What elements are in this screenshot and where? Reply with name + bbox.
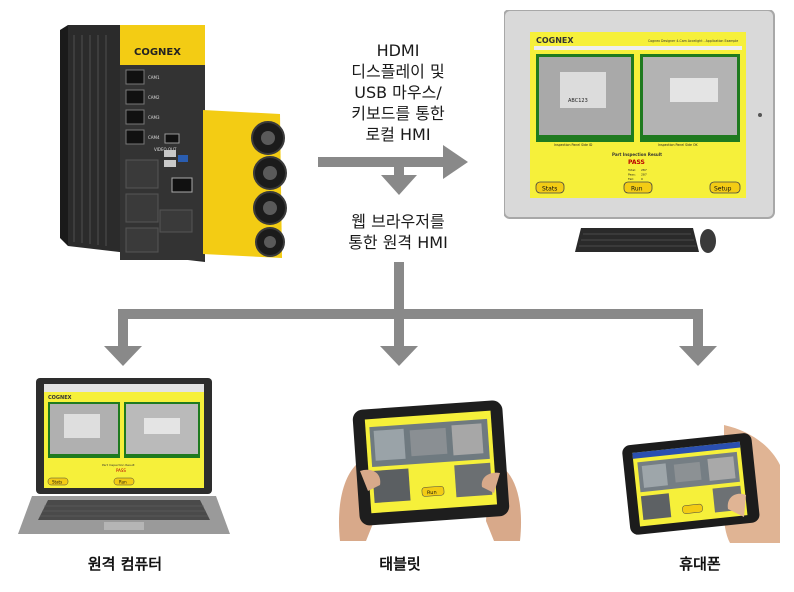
distribution-bar [118,309,703,319]
laptop-result-title: Part Inspection Result [102,463,135,467]
tablet-run-label: Run [427,490,437,497]
mobile-screen [632,441,748,527]
monitor-stat-total-value: 287 [641,168,647,172]
hdmi-port [164,133,180,144]
laptop-hmi-brand: COGNEX [48,395,72,401]
cam3-label: CAM3 [148,115,160,120]
drop-head-computer [104,346,142,366]
laptop-touchpad [104,522,144,530]
monitor-setup-label: Setup [714,186,732,193]
monitor-hmi-brand: COGNEX [536,36,574,45]
monitor-stat-fail-value: 0 [641,177,643,181]
cam3-port [125,109,145,125]
arrow-head-remote [381,175,417,195]
vision-controller: COGNEX CAM1 CAM2 CAM3 CAM4 VIDEO OUT [60,25,287,262]
controller-side [60,25,68,246]
monitor-stat-pass-label: Pass: [628,173,636,177]
monitor-stats-button[interactable]: Stats [535,181,565,194]
usb-port-2 [164,160,176,167]
ethernet-port [171,177,193,193]
remote-hmi-line-2: 통한 원격 HMI [348,233,448,252]
local-monitor: COGNEX Cognex Designer 4-Cam Accelight -… [504,10,775,219]
tablet: Run [338,400,522,541]
monitor-stat-total-label: Total: [627,168,636,172]
io-terminal-2 [125,193,159,223]
arrow-to-remote-stem [394,167,404,177]
usb3-port [178,155,188,162]
tablet-screen: Run [364,410,498,514]
drop-computer [118,314,128,350]
mouse-icon [700,229,716,253]
cam4-label: CAM4 [148,135,160,140]
monitor-result-status: PASS [628,159,645,166]
monitor-right-caption: Inspection Panel Side OK [658,143,699,147]
monitor-stat-pass-value: 287 [641,173,647,177]
keyboard-mouse [575,228,716,253]
tablet-run-button[interactable]: Run [421,486,445,497]
drop-mobile [693,314,703,350]
usb-port-1 [164,150,176,157]
monitor-left-caption: Inspection Panel Side ID [554,143,593,147]
laptop-screen: COGNEX Part Inspection Result PASS Stats… [44,384,204,488]
cam1-port [125,69,145,85]
local-hmi-line-5: 로컬 HMI [365,125,431,144]
controller-brand: COGNEX [134,47,181,58]
remote-hmi-line-1: 웹 브라우저를 [351,212,445,231]
monitor-run-button[interactable]: Run [623,181,653,194]
monitor-setup-button[interactable]: Setup [709,181,741,194]
tablet-label: 태블릿 [379,555,421,573]
video-out-label: VIDEO OUT [154,147,177,152]
holding-thumb [727,493,746,517]
drop-head-tablet [380,346,418,366]
local-hmi-label: HDMI 디스플레이 및 USB 마우스/ 키보드를 통한 로컬 HMI [305,40,491,145]
cam4-port [125,129,145,145]
monitor-stat-fail-label: Fail: [628,177,634,181]
arrow-head-local-hmi [443,145,468,179]
power-terminal [125,227,159,253]
io-terminal-3 [159,209,193,233]
cam1-label: CAM1 [148,75,160,80]
laptop-stats-button[interactable]: Stats [47,477,69,486]
remote-hmi-label: 웹 브라우저를 통한 원격 HMI [305,211,491,253]
monitor-hmi-title: Cognex Designer 4-Cam Accelight - Applic… [648,39,738,43]
io-terminal-1 [125,159,159,189]
cam2-label: CAM2 [148,95,160,100]
laptop-result-status: PASS [116,468,126,473]
drop-tablet [394,314,404,350]
laptop-stats-label: Stats [52,480,62,485]
monitor-run-label: Run [631,186,643,193]
drop-head-mobile [679,346,717,366]
arrow-to-local-hmi [318,157,444,167]
cam2-port [125,89,145,105]
local-hmi-line-2: 디스플레이 및 [351,62,445,81]
laptop-run-label: Run [119,480,127,485]
distribution-trunk [394,262,404,314]
monitor-result-title: Part Inspection Result [612,152,662,157]
monitor-stats-label: Stats [542,186,557,193]
monitor-part-code: ABC123 [568,98,588,104]
laptop: COGNEX Part Inspection Result PASS Stats… [18,378,230,534]
local-hmi-line-4: 키보드를 통한 [351,104,445,123]
mobile-label: 휴대폰 [679,555,721,573]
controller-top-yellow [120,25,205,65]
monitor-indicator [758,113,762,117]
local-hmi-line-3: USB 마우스/ [354,83,442,102]
mobile-run-button[interactable] [682,503,703,514]
mobile-device [622,425,780,543]
monitor-screen: COGNEX Cognex Designer 4-Cam Accelight -… [530,32,746,198]
local-hmi-line-1: HDMI [376,41,420,60]
laptop-run-button[interactable]: Run [113,477,135,486]
remote-computer-label: 원격 컴퓨터 [87,555,163,573]
